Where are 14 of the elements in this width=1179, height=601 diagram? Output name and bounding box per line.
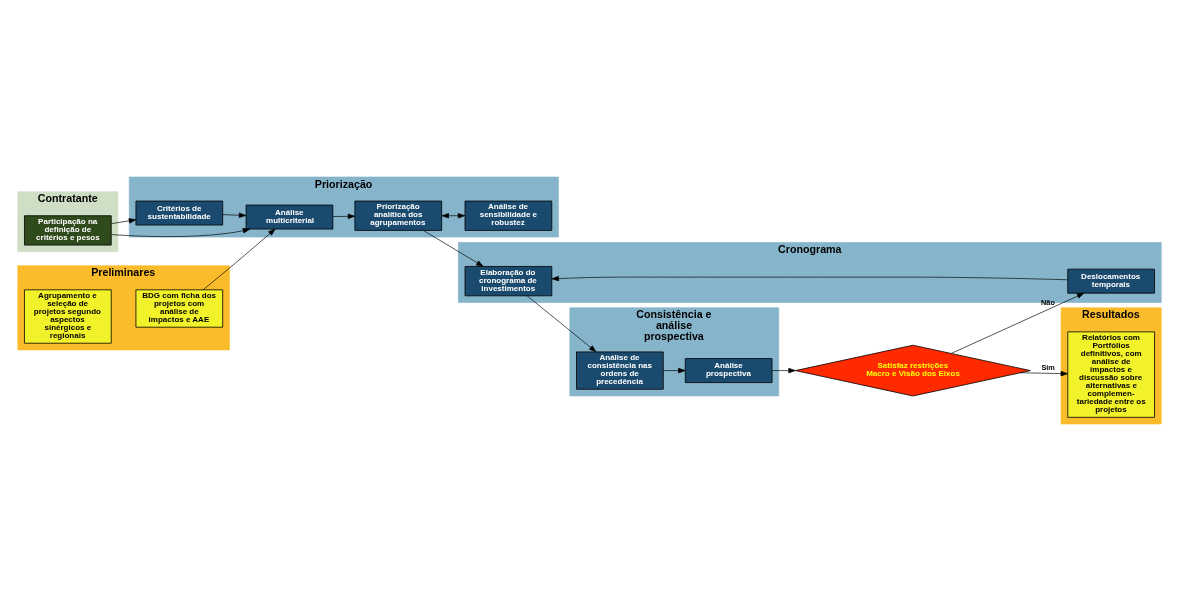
arrow	[111, 228, 251, 237]
arrow	[423, 230, 484, 267]
arrow	[441, 213, 466, 219]
arrow	[551, 275, 1068, 282]
arrow	[771, 367, 796, 374]
arrow	[663, 367, 686, 374]
arrow	[202, 228, 276, 290]
arrow	[111, 218, 137, 224]
edge-label: Sim	[1041, 363, 1055, 373]
arrow	[950, 292, 1085, 354]
arrow	[1020, 370, 1068, 377]
arrow	[332, 213, 356, 219]
arrow	[526, 295, 597, 353]
arrow	[222, 212, 247, 218]
